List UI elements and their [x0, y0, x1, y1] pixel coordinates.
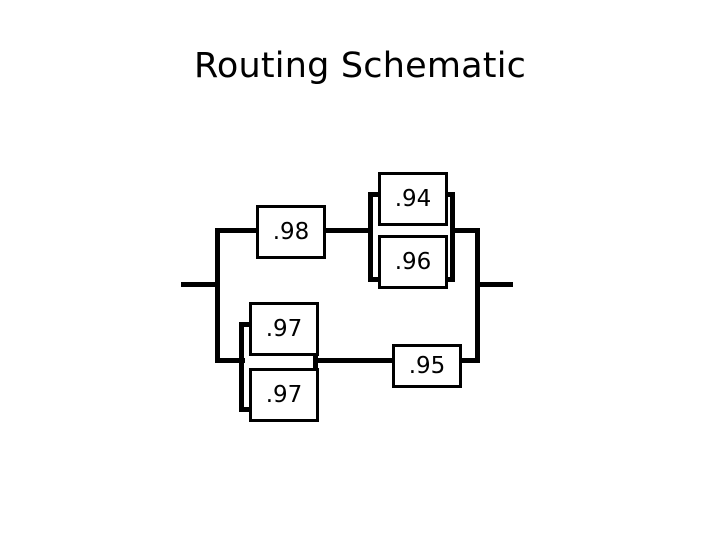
left-bus-vertical-wire	[215, 228, 220, 363]
parallel-bottom-right-bar	[313, 322, 318, 412]
wire-parallel-top-left-to-b94	[368, 192, 382, 197]
block-95[interactable]: .95	[392, 344, 462, 388]
parallel-bottom-left-bar	[239, 322, 244, 412]
block-97-lower[interactable]: .97	[249, 368, 319, 422]
parallel-top-right-bar	[450, 192, 455, 282]
wire-b98-to-parallel-group-top	[324, 228, 372, 233]
right-bus-vertical-wire	[475, 228, 480, 363]
output-terminal-wire	[475, 282, 513, 287]
wire-parallel-top-left-to-b96	[368, 277, 382, 282]
block-96[interactable]: .96	[378, 235, 448, 289]
wire-leftbus-to-b98	[215, 228, 260, 233]
block-98[interactable]: .98	[256, 205, 326, 259]
block-94[interactable]: .94	[378, 172, 448, 226]
wire-b94-to-parallel-top-right	[442, 192, 455, 197]
wire-parallel-bottom-left-to-b97b	[239, 407, 253, 412]
wire-parallel-bottom-to-b95	[313, 358, 395, 363]
input-terminal-wire	[181, 282, 219, 287]
wire-b95-to-rightbus	[460, 358, 480, 363]
wire-leftbus-to-parallel-bottom	[215, 358, 245, 363]
wire-parallel-bottom-left-to-b97a	[239, 322, 253, 327]
wire-b96-to-parallel-top-right	[442, 277, 455, 282]
block-97-upper[interactable]: .97	[249, 302, 319, 356]
parallel-top-left-bar	[368, 192, 373, 282]
page-title: Routing Schematic	[193, 46, 527, 86]
wire-parallel-top-to-rightbus	[450, 228, 480, 233]
